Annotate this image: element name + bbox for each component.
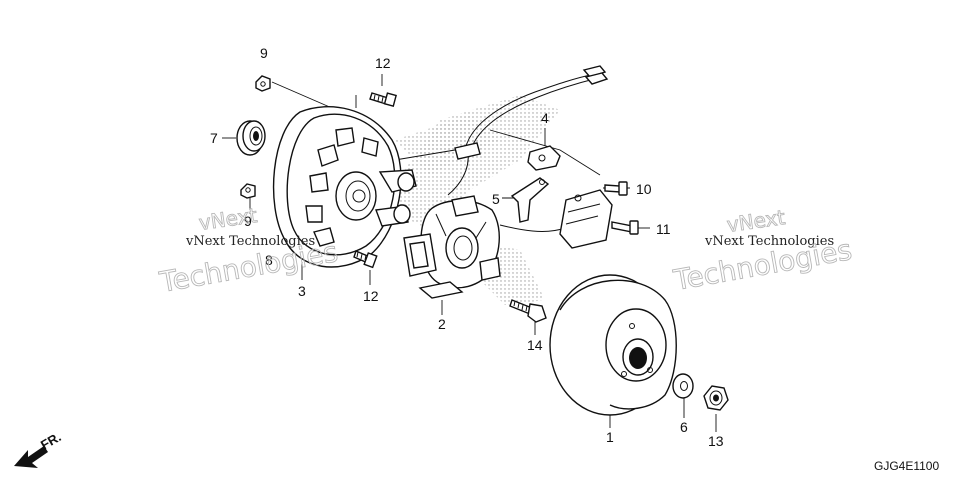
stator-part-2 [403,195,501,299]
watermark-left-line1: vNext [197,203,258,235]
bolt-part-10 [604,181,628,196]
callout-6: 6 [680,419,688,435]
watermark-right-line1: vNext [725,205,786,237]
callout-8: 8 [265,252,273,268]
callout-3: 3 [298,283,306,299]
callout-2: 2 [438,316,446,332]
bolt-part-12-top [369,92,397,107]
callout-14: 14 [527,337,543,353]
callout-1: 1 [606,429,614,445]
clamp-part-5 [510,177,550,223]
washer-part-9-lower [240,183,256,199]
watermark-right: vNext vNext Technologies Technologies [670,205,855,298]
callout-4: 4 [541,110,549,126]
watermark-right-line2: vNext Technologies [704,234,834,249]
callout-9-top: 9 [260,45,268,61]
callout-10: 10 [636,181,652,197]
callout-labels: 9 12 7 4 10 5 11 9 8 3 12 2 14 1 6 13 [210,45,724,449]
callout-9-lower: 9 [244,213,252,229]
wire-harness [447,65,609,232]
bolt-part-12-lower [353,250,378,269]
diagram-code: GJG4E1100 [874,459,939,473]
callout-7: 7 [210,130,218,146]
callout-5: 5 [492,191,500,207]
module-part-11 [559,189,639,249]
bracket-part-4 [527,145,561,171]
callout-12-top: 12 [375,55,391,71]
flywheel-part-1 [549,274,677,416]
callout-11: 11 [656,221,671,237]
washer-part-9-top [255,75,271,92]
callout-13: 13 [708,433,724,449]
callout-12-lower: 12 [363,288,379,304]
bolt-part-14 [509,299,547,323]
front-direction-indicator: FR. [14,429,64,468]
oil-seal-part-7 [236,120,266,156]
cover-part-3 [272,106,417,268]
watermark-left-line2: vNext Technologies [185,234,315,249]
washer-part-6 [672,373,694,399]
front-arrow-icon [14,446,48,468]
nut-part-13 [703,385,729,411]
